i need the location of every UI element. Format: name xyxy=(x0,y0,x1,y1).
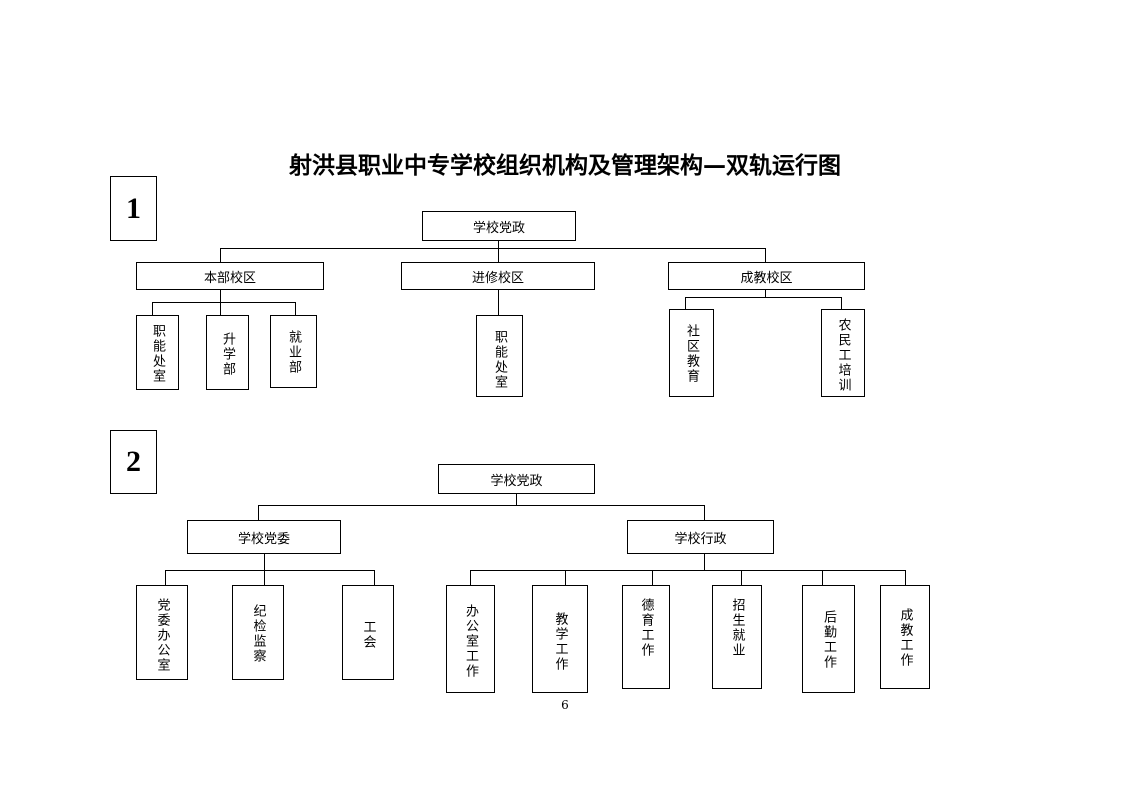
d1-campus-node: 成教校区 xyxy=(668,262,865,290)
connector xyxy=(220,248,221,262)
d1-dept-node: 职能处室 xyxy=(476,315,523,397)
node-label: 招生就业 xyxy=(729,598,745,658)
connector xyxy=(258,505,259,520)
d2-dept-node: 工会 xyxy=(342,585,394,680)
node-label: 成教工作 xyxy=(897,608,913,668)
connector xyxy=(765,248,766,262)
connector xyxy=(765,289,766,297)
node-label: 德育工作 xyxy=(638,598,654,658)
connector xyxy=(258,505,704,506)
connector xyxy=(220,248,765,249)
d2-dept-node: 招生就业 xyxy=(712,585,762,689)
node-label: 职能处室 xyxy=(150,324,165,384)
connector xyxy=(152,302,295,303)
d1-dept-node: 社区教育 xyxy=(669,309,714,397)
d1-root-node: 学校党政 xyxy=(422,211,576,241)
connector xyxy=(822,570,823,585)
connector xyxy=(470,570,905,571)
node-label: 教学工作 xyxy=(552,612,568,672)
connector xyxy=(685,297,686,309)
d2-dept-node: 教学工作 xyxy=(532,585,588,693)
d1-campus-node: 本部校区 xyxy=(136,262,324,290)
node-label: 农民工培训 xyxy=(835,318,851,393)
connector xyxy=(165,570,374,571)
diagram-1-label: 1 xyxy=(110,176,157,241)
connector xyxy=(374,570,375,585)
d1-dept-node: 就业部 xyxy=(270,315,317,388)
d2-root-node: 学校党政 xyxy=(438,464,595,494)
d2-branch-node: 学校党委 xyxy=(187,520,341,554)
node-label: 办公室工作 xyxy=(463,604,478,679)
connector xyxy=(685,297,841,298)
d2-dept-node: 成教工作 xyxy=(880,585,930,689)
connector xyxy=(741,570,742,585)
connector xyxy=(220,289,221,302)
node-label: 升学部 xyxy=(220,332,235,377)
connector xyxy=(516,493,517,505)
node-label: 纪检监察 xyxy=(250,604,266,664)
connector xyxy=(498,248,499,262)
node-label: 职能处室 xyxy=(492,330,507,390)
d2-dept-node: 纪检监察 xyxy=(232,585,284,680)
connector xyxy=(498,289,499,315)
d1-dept-node: 职能处室 xyxy=(136,315,179,390)
diagram-2-label: 2 xyxy=(110,430,157,494)
node-label: 后勤工作 xyxy=(821,610,836,670)
d2-dept-node: 党委办公室 xyxy=(136,585,188,680)
node-label: 工会 xyxy=(360,620,376,650)
d1-campus-node: 进修校区 xyxy=(401,262,595,290)
connector xyxy=(264,570,265,585)
connector xyxy=(152,302,153,315)
page-number: 6 xyxy=(561,698,569,712)
connector xyxy=(704,553,705,570)
d2-dept-node: 办公室工作 xyxy=(446,585,495,693)
connector xyxy=(165,570,166,585)
connector xyxy=(704,505,705,520)
d1-dept-node: 农民工培训 xyxy=(821,309,865,397)
node-label: 就业部 xyxy=(286,330,301,375)
connector xyxy=(498,240,499,248)
d2-dept-node: 德育工作 xyxy=(622,585,670,689)
connector xyxy=(220,302,221,315)
connector xyxy=(652,570,653,585)
connector xyxy=(841,297,842,309)
node-label: 党委办公室 xyxy=(154,598,170,673)
connector xyxy=(905,570,906,585)
connector xyxy=(264,553,265,570)
connector xyxy=(565,570,566,585)
d2-branch-node: 学校行政 xyxy=(627,520,774,554)
d2-dept-node: 后勤工作 xyxy=(802,585,855,693)
page-title: 射洪县职业中专学校组织机构及管理架构—双轨运行图 xyxy=(289,153,841,179)
d1-dept-node: 升学部 xyxy=(206,315,249,390)
node-label: 社区教育 xyxy=(684,324,699,384)
connector xyxy=(295,302,296,315)
connector xyxy=(470,570,471,585)
